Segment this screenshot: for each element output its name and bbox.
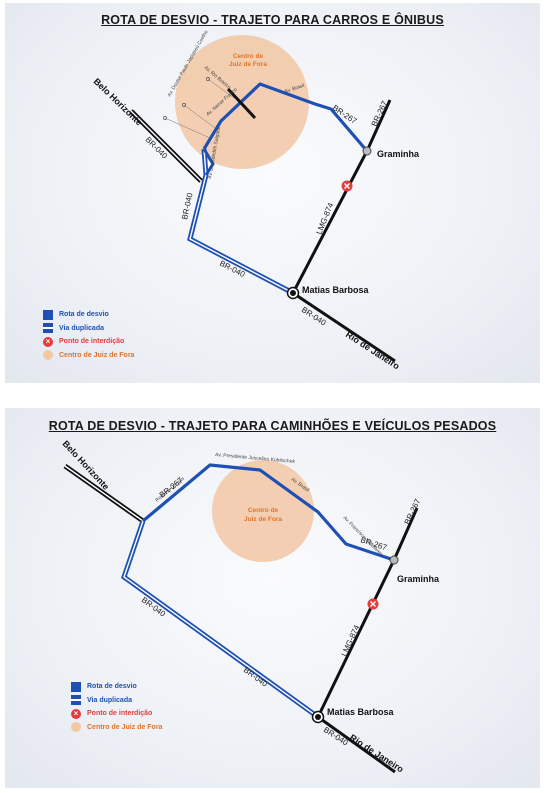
graminha-label: Graminha [377,149,420,159]
centro-label-1: Centro de [233,53,264,60]
graminha-node [389,555,399,565]
detour-route [121,463,395,720]
rio-de-janeiro-label: Rio de Janeiro [344,329,402,371]
br-040-road [129,109,396,363]
legend-item-centro: Centro de Juiz de Fora [71,721,162,735]
route-map-svg: Centro de Juiz de Fora Belo Horizonte Gr… [61,439,440,775]
legend-item-duplicada: Via duplicada [43,322,134,336]
map-title: ROTA DE DESVIO - TRAJETO PARA CARROS E Ô… [101,13,444,27]
map-panel-trucks: ROTA DE DESVIO - TRAJETO PARA CAMINHÕES … [5,408,540,788]
route-swatch-icon [71,681,81,692]
legend-item-interdicao: ×Ponto de interdição [71,707,162,721]
centro-label-1: Centro de [248,507,279,514]
street-pin [206,77,210,81]
rio-de-janeiro-label: Rio de Janeiro [348,732,406,774]
centro-label-2: Juiz de Fora [244,516,282,523]
belo-horizonte-label: Belo Horizonte [92,76,145,127]
legend: Rota de desvio Via duplicada ×Ponto de i… [71,680,162,734]
map-title: ROTA DE DESVIO - TRAJETO PARA CAMINHÕES … [48,419,497,433]
closure-bar [226,87,257,120]
legend-item-centro: Centro de Juiz de Fora [43,349,134,363]
dual-road-swatch-icon [43,323,53,334]
br-267-label: BR-267 [370,99,390,128]
route-swatch-icon [43,309,53,320]
legend-item-duplicada: Via duplicada [71,694,162,708]
lmg-874-road [291,99,392,294]
route-map-svg: Centro de Juiz de Fora Belo Horizonte Gr… [92,29,420,371]
center-swatch-icon [71,722,81,733]
map-panel-cars-buses: ROTA DE DESVIO - TRAJETO PARA CARROS E Ô… [5,3,540,383]
closure-icon: × [43,336,53,347]
graminha-label: Graminha [397,574,440,584]
br-040-label: BR-040 [180,191,195,220]
street-pin [182,103,186,107]
closure-point-icon [367,598,379,610]
center-swatch-icon [43,350,53,361]
closure-point-icon [341,180,353,192]
legend-item-interdicao: ×Ponto de interdição [43,335,134,349]
graminha-node [362,146,372,156]
legend-item-rota: Rota de desvio [43,308,134,322]
detour-route [187,82,369,296]
dual-road-swatch-icon [71,695,81,706]
street-pin [163,116,167,120]
matias-barbosa-label: Matias Barbosa [327,707,395,717]
br-040-road [63,463,396,774]
legend: Rota de desvio Via duplicada ×Ponto de i… [43,308,134,362]
br-267-label: BR-267 [403,497,423,526]
centro-label-2: Juiz de Fora [229,61,267,68]
centro-area [212,460,314,562]
closure-icon: × [71,708,81,719]
legend-item-rota: Rota de desvio [71,680,162,694]
matias-barbosa-label: Matias Barbosa [302,285,370,295]
